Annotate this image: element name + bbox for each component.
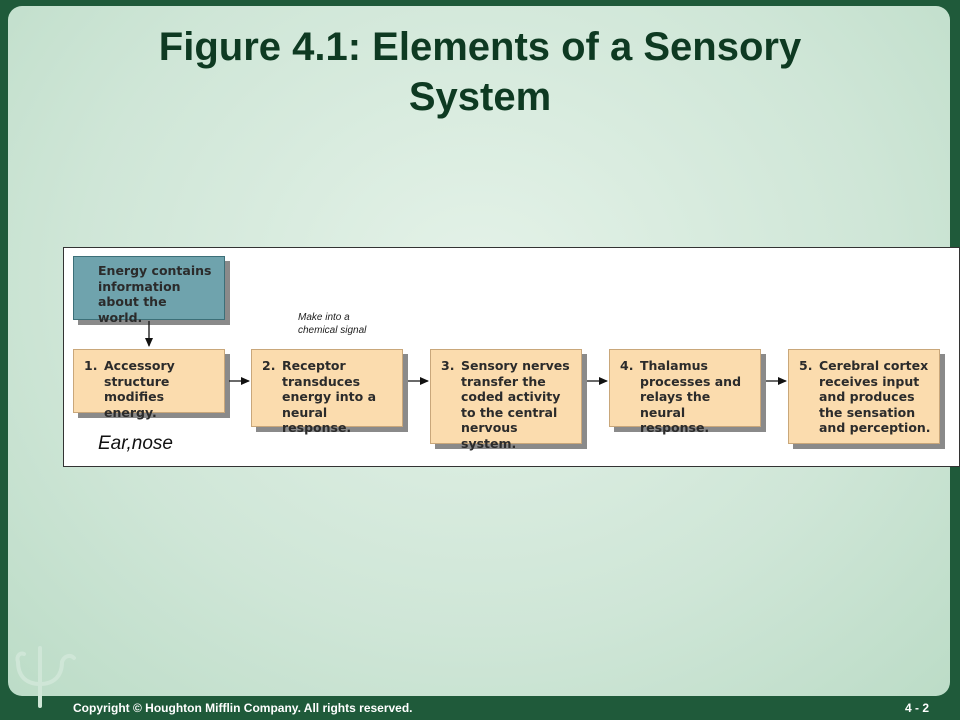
step-number: 5. — [799, 358, 813, 373]
title-line-2: System — [408, 75, 552, 119]
step-line: Sensory nerves — [461, 358, 570, 373]
step-line: transfer the — [461, 373, 546, 389]
step-line: Cerebral cortex — [819, 358, 929, 373]
step-line: nervous system. — [461, 420, 518, 451]
step-line: and perception. — [819, 420, 931, 435]
step-line: modifies energy. — [104, 389, 165, 420]
accessory-annotation: Ear,nose — [98, 433, 173, 454]
step-line: energy into a — [282, 389, 377, 404]
step-1-accessory-structure: 1. Accessory structure modifies energy. — [73, 349, 225, 420]
step-number: 1. — [84, 358, 98, 373]
step-line: neural response. — [282, 404, 352, 436]
step-2-receptor: 2. Receptor transduces energy into a neu… — [251, 349, 403, 435]
step-line: neural response. — [640, 404, 710, 436]
footer-bar — [0, 696, 960, 720]
step-line: coded activity — [461, 389, 561, 404]
step-line: processes and — [640, 373, 742, 389]
page-number: 4 - 2 — [905, 701, 930, 715]
step-number: 4. — [620, 358, 634, 373]
step-line: the sensation — [819, 404, 916, 420]
energy-line: Energy contains — [98, 263, 212, 278]
step-4-thalamus: 4. Thalamus processes and relays the neu… — [609, 349, 761, 435]
step-line: transduces — [282, 373, 361, 389]
energy-line: information — [98, 278, 181, 294]
step-line: relays the — [640, 389, 711, 404]
annotation-line: Make into a — [298, 312, 350, 323]
step-line: Accessory — [104, 358, 175, 373]
step-line: structure — [104, 373, 170, 389]
energy-line: about the world. — [98, 294, 167, 325]
title-line-1: Figure 4.1: Elements of a Sensory — [158, 25, 802, 69]
step-line: receives input — [819, 373, 920, 389]
slide-title: Figure 4.1: Elements of a Sensory System — [0, 22, 960, 122]
step-line: and produces — [819, 389, 915, 404]
step-number: 3. — [441, 358, 455, 373]
step-3-sensory-nerves: 3. Sensory nerves transfer the coded act… — [430, 349, 582, 451]
step-5-cerebral-cortex: 5. Cerebral cortex receives input and pr… — [788, 349, 940, 444]
step-number: 2. — [262, 358, 276, 373]
step-line: to the central — [461, 404, 558, 420]
annotation-line: chemical signal — [298, 325, 367, 336]
receptor-annotation: Make into a chemical signal — [298, 311, 408, 337]
step-line: Receptor — [282, 358, 346, 373]
energy-box: Energy contains information about the wo… — [73, 256, 225, 325]
step-line: Thalamus — [640, 358, 708, 373]
psi-logo-icon — [15, 646, 76, 708]
copyright-text: Copyright © Houghton Mifflin Company. Al… — [73, 701, 413, 715]
